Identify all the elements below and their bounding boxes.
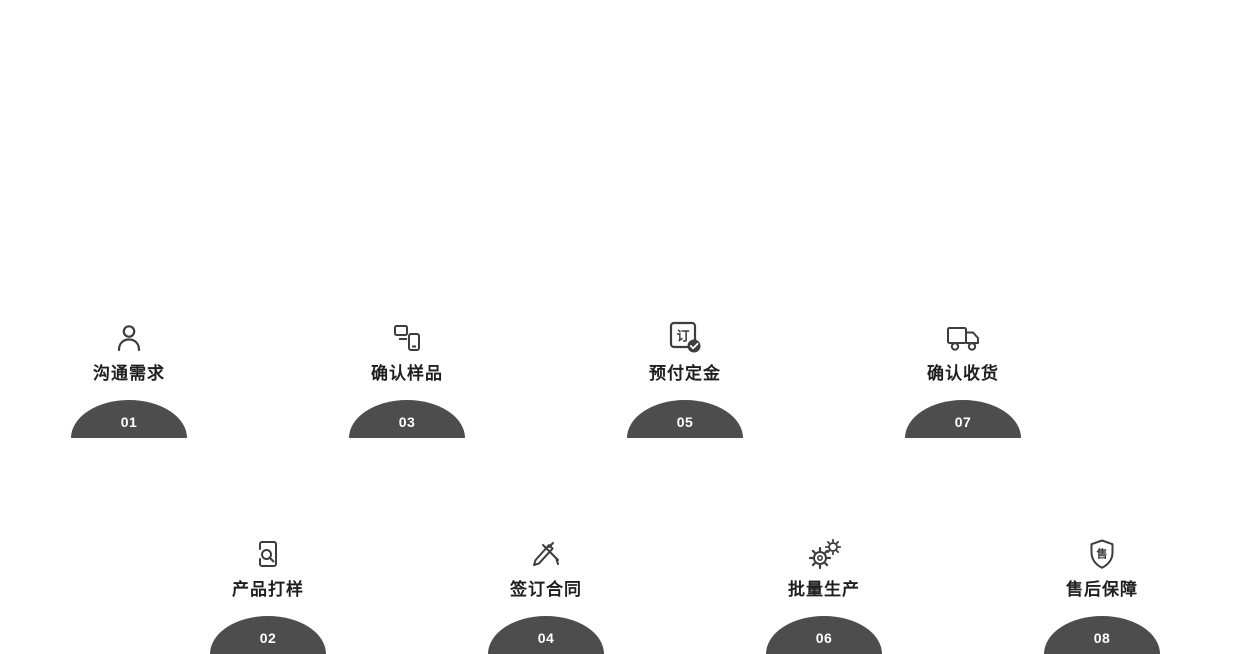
step-number: 04 (537, 629, 555, 646)
step-number: 02 (259, 629, 277, 646)
step-number: 07 (954, 413, 972, 430)
step-number-badge: 04 (488, 616, 604, 654)
crossed-pens-icon (529, 534, 563, 570)
delivery-truck-icon (945, 318, 981, 354)
shield-char: 售 (1096, 547, 1108, 561)
step-label: 售后保障 (1066, 580, 1138, 599)
process-step-05: 订 预付定金 05 (600, 318, 770, 438)
step-label: 确认样品 (371, 364, 443, 383)
step-label: 确认收货 (927, 364, 999, 383)
process-step-01: 沟通需求 01 (44, 318, 214, 438)
process-step-07: 确认收货 07 (878, 318, 1048, 438)
step-number: 03 (398, 413, 416, 430)
person-icon (113, 318, 145, 354)
step-number: 08 (1093, 629, 1111, 646)
sample-devices-icon (391, 318, 423, 354)
step-number-badge: 06 (766, 616, 882, 654)
step-number: 01 (120, 413, 138, 430)
step-number-badge: 05 (627, 400, 743, 438)
shield-icon: 售 (1087, 534, 1117, 570)
step-label: 签订合同 (510, 580, 582, 599)
step-number-badge: 03 (349, 400, 465, 438)
step-label: 沟通需求 (93, 364, 165, 383)
step-label: 产品打样 (232, 580, 304, 599)
order-char: 订 (676, 329, 689, 344)
document-search-icon (253, 534, 283, 570)
order-check-icon: 订 (668, 318, 702, 354)
step-number: 05 (676, 413, 694, 430)
process-step-02: 产品打样 02 (183, 534, 353, 654)
step-number-badge: 02 (210, 616, 326, 654)
process-step-03: 确认样品 03 (322, 318, 492, 438)
process-step-06: 批量生产 06 (739, 534, 909, 654)
step-number: 06 (815, 629, 833, 646)
step-number-badge: 01 (71, 400, 187, 438)
process-step-08: 售 售后保障 08 (1017, 534, 1187, 654)
step-number-badge: 07 (905, 400, 1021, 438)
gears-icon (807, 534, 841, 570)
process-step-04: 签订合同 04 (461, 534, 631, 654)
step-label: 批量生产 (788, 580, 860, 599)
step-number-badge: 08 (1044, 616, 1160, 654)
step-label: 预付定金 (649, 364, 721, 383)
